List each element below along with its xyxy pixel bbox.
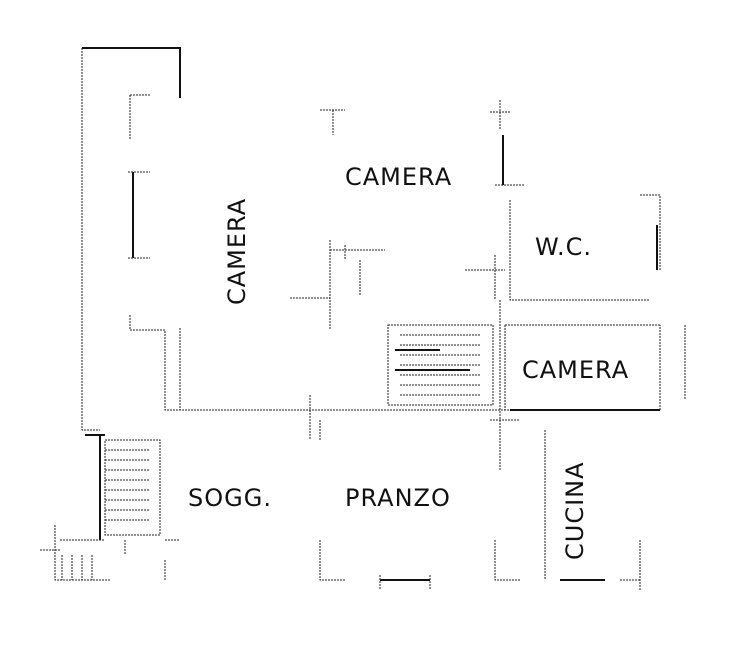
- stairs-left: [85, 434, 161, 540]
- room-label-soggiorno: SOGG.: [188, 484, 272, 512]
- room-labels: CAMERA CAMERA W.C. CAMERA SOGG. PRANZO C…: [188, 163, 629, 560]
- room-label-cucina: CUCINA: [561, 461, 589, 560]
- room-label-camera-top: CAMERA: [345, 163, 452, 191]
- room-label-camera-left: CAMERA: [223, 198, 251, 305]
- stairs-center: [387, 324, 494, 406]
- walls: [40, 47, 686, 590]
- room-label-wc: W.C.: [535, 233, 592, 261]
- room-label-pranzo: PRANZO: [345, 484, 451, 512]
- room-label-camera-right: CAMERA: [522, 356, 629, 384]
